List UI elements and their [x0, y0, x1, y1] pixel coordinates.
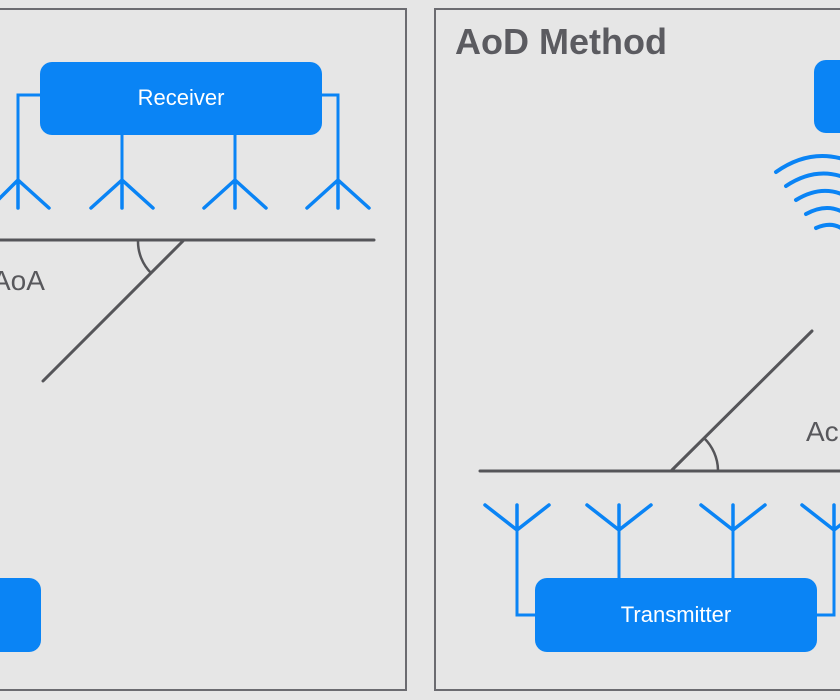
transmitter-feed-left [515, 530, 540, 617]
aod-angle-arc [703, 437, 720, 471]
antenna-icon [800, 503, 840, 532]
aod-receiver-box [814, 60, 840, 133]
aod-angle-label: Ac [806, 416, 839, 447]
antenna-icon [89, 178, 155, 210]
aoa-angle-label: AoA [0, 265, 45, 296]
aoa-transmitter-box [0, 578, 41, 652]
aod-panel-title: AoD Method [455, 21, 667, 62]
receiver-box [40, 62, 322, 135]
aod-panel-frame [434, 8, 840, 691]
signal-waves-icon [774, 154, 840, 230]
receiver-feed-right [320, 93, 340, 180]
aod-departing-ray [670, 329, 814, 472]
aoa-incoming-ray [41, 239, 185, 383]
aoa-angle-arc [136, 240, 152, 274]
transmitter-antenna-array [483, 503, 840, 532]
antenna-icon [699, 503, 767, 532]
transmitter-box [535, 578, 817, 652]
antenna-icon [0, 178, 51, 210]
receiver-antenna-array [0, 178, 371, 210]
receiver-label: Receiver [138, 85, 225, 110]
transmitter-feed-right [812, 530, 836, 617]
antenna-icon [585, 503, 653, 532]
antenna-icon [202, 178, 268, 210]
antenna-icon [483, 503, 551, 532]
antenna-icon [305, 178, 371, 210]
receiver-feed-left [16, 93, 40, 180]
transmitter-label: Transmitter [621, 602, 731, 627]
